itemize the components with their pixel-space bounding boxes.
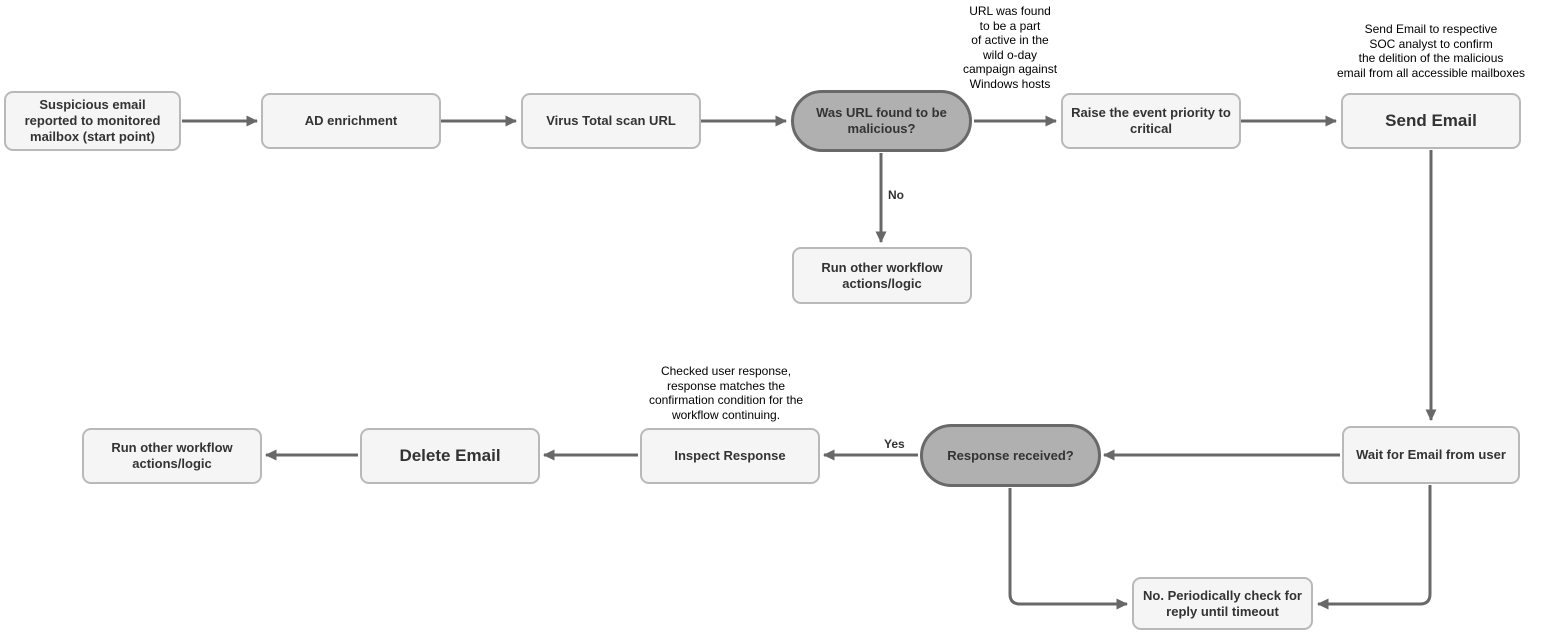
node-ad-enrichment: AD enrichment (261, 93, 441, 149)
node-run-other-workflow-top: Run other workflow actions/logic (792, 247, 972, 304)
node-start: Suspicious email reported to monitored m… (4, 91, 181, 151)
node-run-other-workflow-bottom: Run other workflow actions/logic (82, 428, 262, 484)
node-periodic-check: No. Periodically check for reply until t… (1132, 577, 1313, 630)
edge-label-yes: Yes (883, 437, 906, 451)
node-delete-email: Delete Email (360, 428, 540, 484)
node-raise-priority: Raise the event priority to critical (1061, 93, 1241, 149)
decision-url-malicious: Was URL found to be malicious? (791, 90, 972, 152)
decision-response-received: Response received? (920, 424, 1101, 487)
node-virus-total-scan: Virus Total scan URL (521, 93, 701, 149)
arrow-decision-no-to-periodic (1008, 488, 1128, 610)
annotation-zero-day-campaign: URL was found to be a part of active in … (962, 4, 1058, 91)
node-send-email: Send Email (1341, 93, 1521, 149)
edge-label-no: No (887, 188, 905, 202)
annotation-response-check: Checked user response, response matches … (648, 364, 804, 422)
node-wait-for-email: Wait for Email from user (1342, 426, 1520, 484)
annotation-send-email-details: Send Email to respective SOC analyst to … (1336, 22, 1526, 80)
node-inspect-response: Inspect Response (640, 428, 820, 484)
arrow-wait-to-periodic (1317, 485, 1432, 610)
